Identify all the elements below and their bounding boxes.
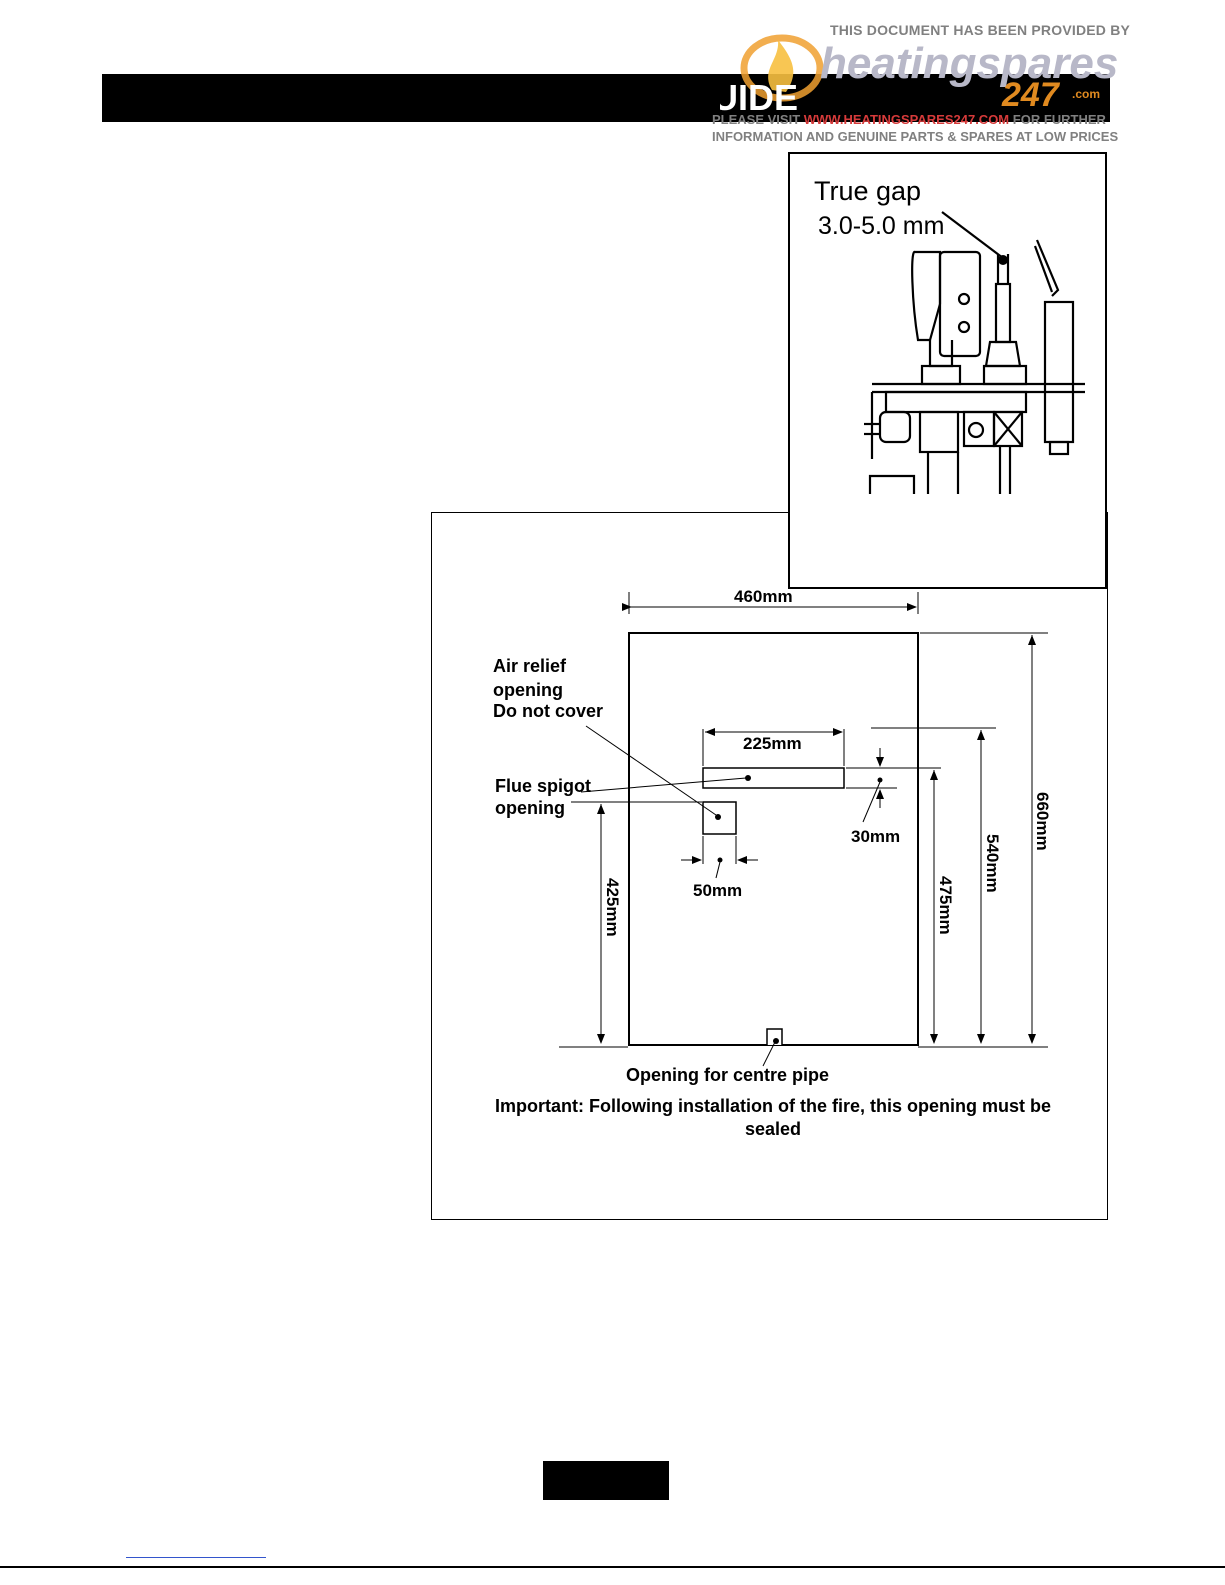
header-partial-title: UIDE bbox=[720, 77, 798, 118]
flue-spigot-square bbox=[702, 801, 737, 835]
flame-swirl-icon bbox=[740, 34, 824, 102]
important-note-line-2: sealed bbox=[745, 1119, 801, 1139]
brand-number-text: 247 bbox=[1001, 76, 1061, 114]
pilot-burner-drawing bbox=[864, 211, 1085, 494]
dim-460-label: 460mm bbox=[734, 587, 793, 606]
flue-leader bbox=[580, 777, 747, 793]
air-relief-label-1: Air relief bbox=[493, 656, 567, 676]
dim-30-label: 30mm bbox=[851, 827, 900, 846]
square-centre-dot bbox=[715, 814, 721, 820]
dim-660-label: 660mm bbox=[1033, 792, 1052, 851]
centre-pipe-label: Opening for centre pipe bbox=[626, 1065, 829, 1085]
air-relief-label-3: Do not cover bbox=[493, 701, 603, 721]
watermark-info-line: INFORMATION AND GENUINE PARTS & SPARES A… bbox=[712, 129, 1119, 144]
air-relief-leader bbox=[585, 725, 717, 816]
header-bar bbox=[102, 74, 1110, 122]
pilot-assembly-frame bbox=[788, 152, 1107, 589]
footer-link-underline[interactable] bbox=[126, 1557, 266, 1558]
dim-475-label: 475mm bbox=[936, 876, 955, 935]
flue-label-2: opening bbox=[495, 798, 565, 818]
watermark-logo: heatingspares 247 .com UIDE bbox=[720, 34, 1118, 118]
important-note-line-1: Important: Following installation of the… bbox=[495, 1096, 1051, 1116]
flue-label-1: Flue spigot bbox=[495, 776, 591, 796]
watermark-visit-line: PLEASE VISIT WWW.HEATINGSPARES247.COM FO… bbox=[712, 112, 1106, 127]
footer-rule bbox=[0, 1566, 1225, 1568]
gap-range-label: 3.0-5.0 mm bbox=[818, 212, 944, 240]
watermark-url-link[interactable]: WWW.HEATINGSPARES247.COM bbox=[803, 112, 1010, 127]
watermark-visit-suffix: FOR FURTHER bbox=[1012, 112, 1106, 127]
template-diagram-frame bbox=[431, 512, 1108, 1220]
brand-main-text: heatingspares bbox=[820, 39, 1118, 88]
dim-225-label: 225mm bbox=[743, 734, 802, 753]
gap-indicator-dot bbox=[998, 255, 1008, 265]
air-relief-slot bbox=[702, 767, 845, 789]
pilot-assembly-illustration: True gap 3.0-5.0 mm bbox=[814, 176, 1085, 494]
page-number-block bbox=[543, 1461, 669, 1500]
dim-425-label: 425mm bbox=[603, 878, 622, 937]
watermark-top-line: THIS DOCUMENT HAS BEEN PROVIDED BY bbox=[830, 22, 1131, 38]
brand-suffix-text: .com bbox=[1072, 87, 1100, 101]
true-gap-label: True gap bbox=[814, 176, 921, 206]
flame-icon bbox=[768, 40, 794, 92]
air-relief-label-2: opening bbox=[493, 680, 563, 700]
dim-540-label: 540mm bbox=[983, 834, 1002, 893]
slot-centre-dot bbox=[745, 775, 751, 781]
dim-50-label: 50mm bbox=[693, 881, 742, 900]
watermark-visit-prefix: PLEASE VISIT bbox=[712, 112, 801, 127]
template-diagram: 460mm 225mm 30mm 50mm Air relief opening… bbox=[493, 587, 1052, 1139]
centre-pipe-leader bbox=[762, 1041, 776, 1067]
